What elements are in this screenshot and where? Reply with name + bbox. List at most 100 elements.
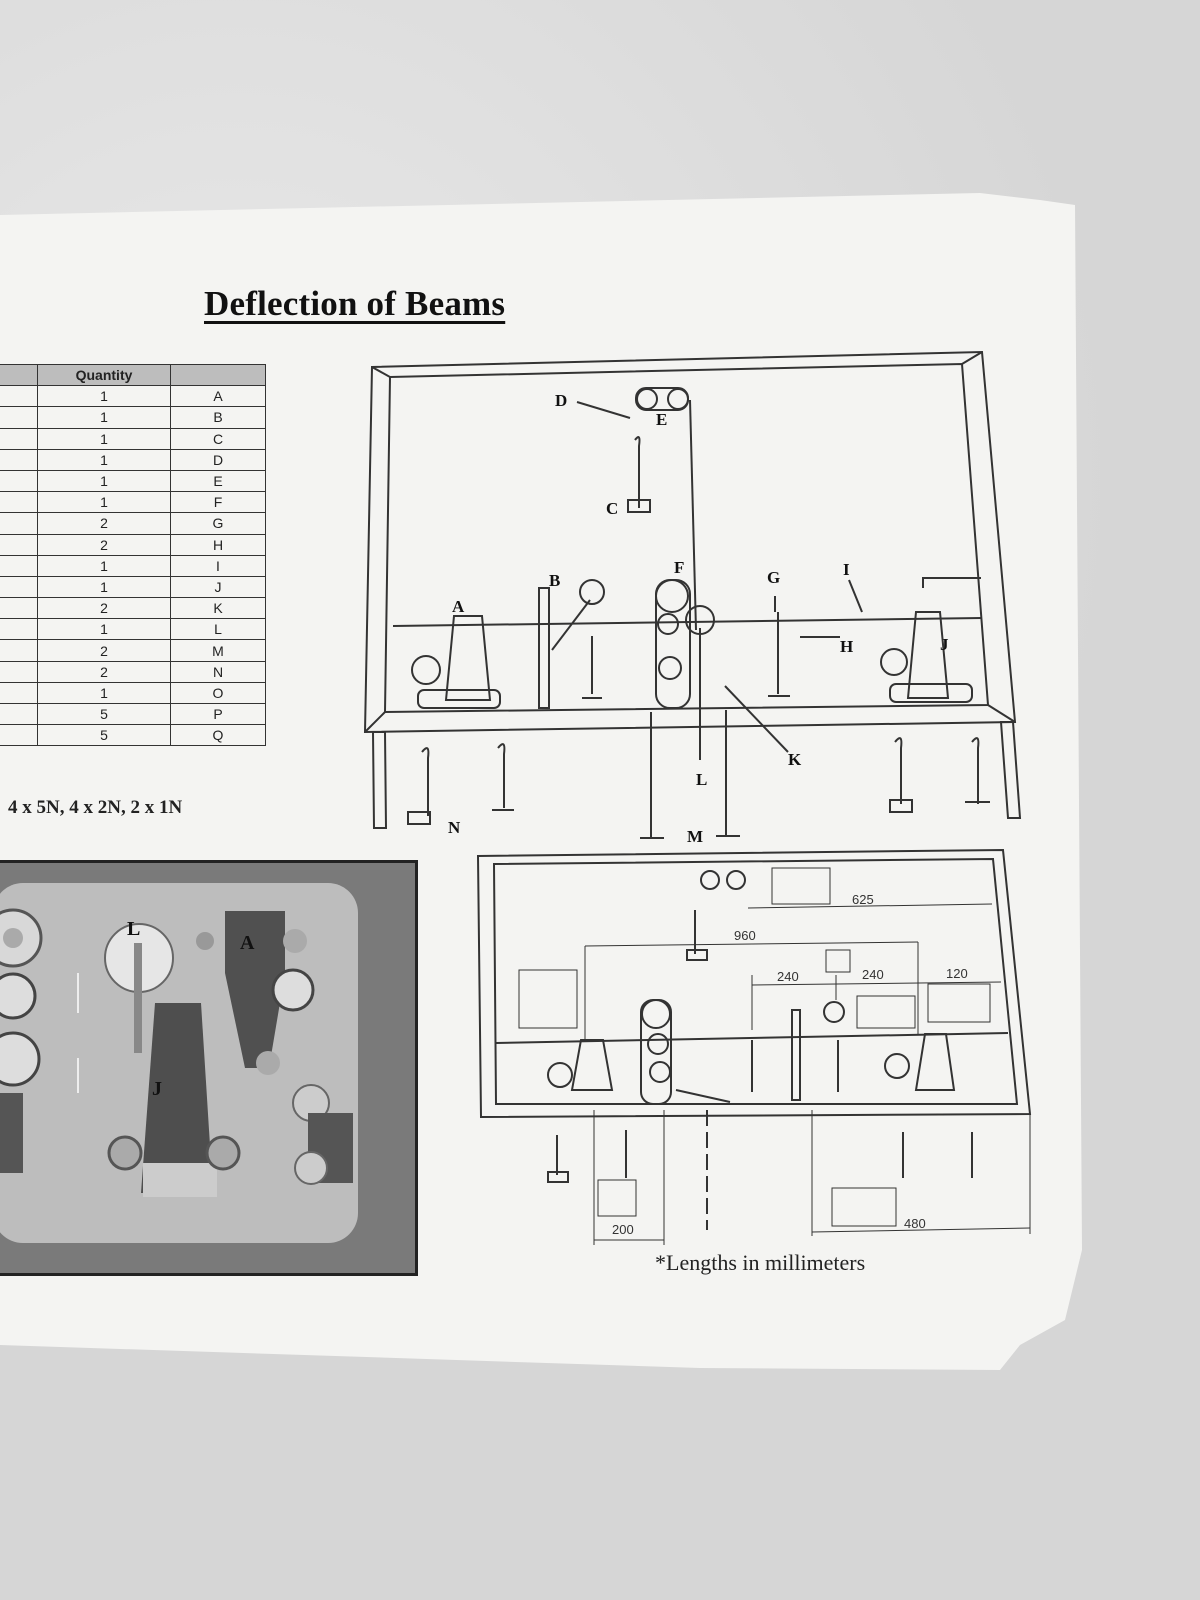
dim-240-b: 240 — [862, 967, 884, 982]
label-i: I — [843, 560, 850, 579]
plan-pulley-f — [641, 999, 671, 1029]
plan-box-3 — [825, 949, 851, 973]
dim-240-a: 240 — [777, 969, 799, 984]
dim-line-960 — [584, 941, 919, 947]
plan-box-1 — [771, 867, 831, 905]
plan-box-5 — [927, 983, 991, 1023]
photo-dial-1-center — [3, 928, 23, 948]
weights-caption: 4 x 5N, 4 x 2N, 2 x 1N — [8, 797, 183, 818]
units-note: *Lengths in millimeters — [655, 1250, 866, 1275]
plan-pulley-column — [640, 999, 672, 1105]
base-j — [889, 683, 973, 703]
plan-weight-low-1 — [547, 1171, 569, 1183]
pulley-f — [655, 579, 689, 613]
plan-gauge-2 — [649, 1061, 671, 1083]
frame-corner-bl — [364, 711, 386, 733]
hanger-n-left — [421, 747, 430, 816]
photo-bolt-1 — [196, 932, 214, 950]
dim-line-480 — [811, 1227, 1031, 1233]
dim-line-625 — [747, 903, 993, 909]
dim-line-240-240-120 — [751, 981, 1002, 986]
equipment-photo: L A J — [0, 860, 418, 1276]
bracket-top-right — [922, 577, 981, 588]
arm-b — [551, 599, 591, 651]
stand-b — [538, 587, 550, 709]
plan-box-6 — [597, 1179, 637, 1217]
photo-rod — [134, 943, 142, 1053]
dim-120: 120 — [946, 966, 968, 981]
photo-gauge-2 — [0, 1031, 41, 1087]
hanger-right-2 — [971, 737, 980, 804]
hanger-c — [634, 436, 641, 508]
plan-support-j — [914, 1033, 956, 1091]
label-a: A — [452, 597, 465, 616]
photo-bolt-3 — [256, 1051, 280, 1075]
cell-code: Q — [170, 724, 266, 747]
photo-gauge-1 — [0, 972, 37, 1020]
frame-corner-tl — [371, 366, 391, 378]
photo-bracket-j — [141, 1003, 213, 1193]
photo-label-l: L — [127, 918, 140, 940]
header-code — [170, 363, 266, 387]
pulley-string — [689, 399, 697, 631]
plan-dial-a — [547, 1062, 573, 1088]
dial-b — [579, 579, 605, 605]
leg-left — [371, 731, 388, 829]
label-n: N — [448, 818, 461, 837]
table-header-row: Quantity — [0, 363, 266, 387]
dim-200: 200 — [612, 1222, 634, 1237]
frame-corner-br — [987, 704, 1016, 723]
photo-label-a: A — [240, 932, 255, 954]
cell-code: K — [170, 597, 266, 620]
cell-code: D — [170, 448, 266, 471]
pointer-i — [848, 579, 863, 613]
label-e: E — [656, 410, 667, 429]
plan-box-4 — [856, 995, 916, 1029]
cell-quantity: 5 — [37, 724, 171, 747]
weight-c — [627, 499, 651, 513]
dim-960: 960 — [734, 928, 756, 943]
plan-pulley-right — [726, 870, 746, 890]
label-g: G — [767, 568, 780, 587]
label-h: H — [840, 637, 853, 656]
gauge-f-2 — [658, 656, 682, 680]
label-c: C — [606, 499, 618, 518]
plan-support-a — [570, 1039, 614, 1091]
plan-view — [476, 848, 1032, 1245]
photo-roller-2 — [205, 1135, 241, 1171]
dim-625: 625 — [852, 892, 874, 907]
label-l: L — [696, 770, 707, 789]
photo-roller-4 — [294, 1151, 328, 1185]
pulley-e-housing — [635, 387, 689, 411]
plan-pulley-left — [700, 870, 720, 890]
plan-gauge-1 — [647, 1033, 669, 1055]
label-m: M — [687, 827, 703, 846]
weight-right-1 — [889, 799, 913, 813]
pulley-e-left — [636, 388, 658, 410]
photo-gauge-3 — [271, 968, 315, 1012]
weight-n-left — [407, 811, 431, 825]
photo-clamp — [143, 1163, 217, 1197]
header-name — [0, 363, 38, 387]
leg-right — [999, 721, 1022, 819]
plan-dial-j — [884, 1053, 910, 1079]
plan-weight-top — [686, 949, 708, 961]
base-a — [417, 689, 501, 709]
label-j: J — [940, 635, 949, 654]
dimension-lines — [584, 903, 1031, 1245]
photo-label-j: J — [152, 1078, 162, 1100]
pointer-d — [576, 401, 631, 419]
